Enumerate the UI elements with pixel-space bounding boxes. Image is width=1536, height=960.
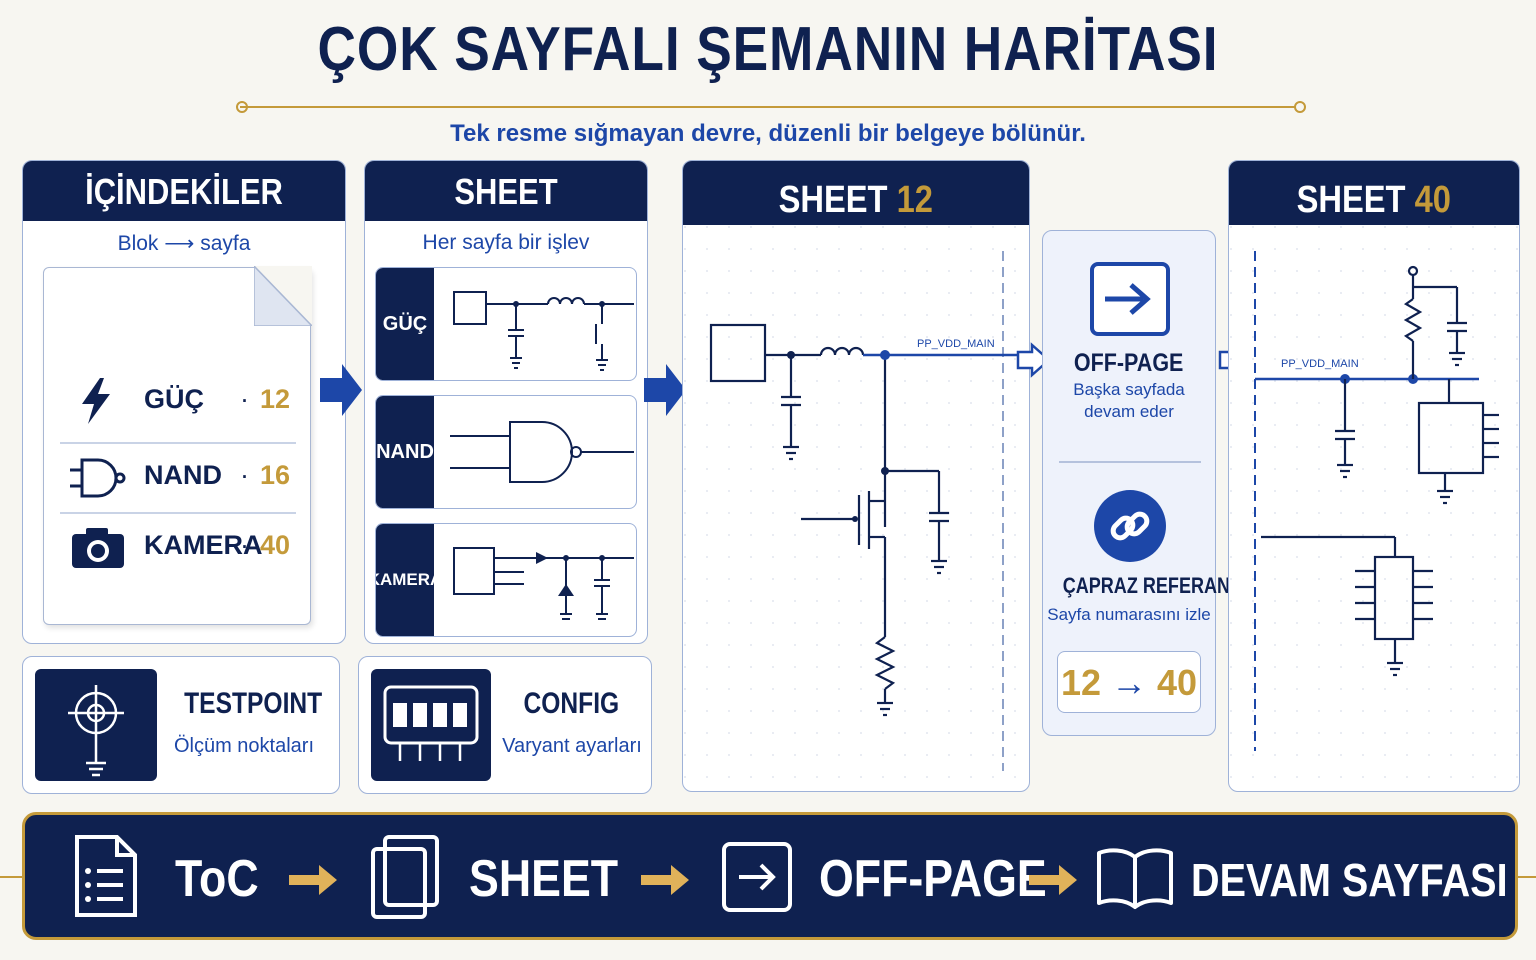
toc-entry-page: 12 xyxy=(260,384,291,414)
sheet12-schematic: PP_VDD_MAIN xyxy=(683,225,1029,791)
testpoint-panel: TESTPOINT Ölçüm noktaları xyxy=(22,656,340,794)
crosshair-probe-icon xyxy=(68,685,124,777)
config-panel: CONFIG Varyant ayarları xyxy=(358,656,652,794)
document-list-icon xyxy=(75,835,137,917)
config-title-text: CONFIG xyxy=(523,687,619,720)
camera-icon xyxy=(72,528,124,568)
offpage-sub-line: devam eder xyxy=(1084,402,1174,421)
nand-gate-thumbnail-icon xyxy=(450,421,634,483)
testpoint-title-text: TESTPOINT xyxy=(184,687,323,720)
sheet-heading-text: SHEET xyxy=(454,171,558,212)
offpage-arrow-icon xyxy=(1090,262,1170,336)
chain-link-icon xyxy=(1094,490,1166,562)
offpage-title-text: OFF-PAGE xyxy=(1074,349,1184,377)
crossref-badge[interactable]: 12 → 40 xyxy=(1057,651,1201,713)
sheet-row-nand[interactable]: NAND xyxy=(375,395,637,509)
sheet40-heading: SHEET 40 xyxy=(1229,161,1519,225)
arrow-right-icon xyxy=(644,364,686,416)
power-circuit-thumbnail-icon xyxy=(453,291,634,371)
toc-panel: İÇİNDEKİLER Blok ⟶ sayfa GÜÇ · 12 NAND xyxy=(22,160,346,644)
flow-step-devam: DEVAM SAYFASI xyxy=(1191,854,1508,906)
flow-step-sheet: SHEET xyxy=(469,850,619,908)
sheet-row-tab: KAMERA xyxy=(376,524,442,636)
sheet40-heading-number: 40 xyxy=(1414,179,1452,221)
config-title: CONFIG xyxy=(501,687,641,721)
gold-arrow-icon xyxy=(289,865,337,895)
crossref-to-page: 40 xyxy=(1157,662,1198,703)
crossref-sub: Sayfa numarasını izle xyxy=(1047,605,1211,624)
crossref-from-page: 12 xyxy=(1060,662,1101,703)
sheet-row-tab: GÜÇ xyxy=(376,268,434,380)
title-rule xyxy=(240,106,1300,108)
toc-entry-label: GÜÇ xyxy=(144,384,204,414)
page-title: ÇOK SAYFALI ŞEMANIN HARİTASI xyxy=(317,15,1219,84)
testpoint-icon-box xyxy=(35,669,157,781)
toc-entry-label: NAND xyxy=(144,460,222,490)
crossref-title-text: ÇAPRAZ REFERANS xyxy=(1062,573,1243,598)
link-panel-divider xyxy=(1059,461,1201,463)
offpage-title: OFF-PAGE xyxy=(1043,349,1215,378)
dip-switch-icon xyxy=(383,685,479,761)
offpage-connector-out-icon xyxy=(1016,342,1051,378)
toc-divider xyxy=(60,442,296,444)
toc-heading: İÇİNDEKİLER xyxy=(23,161,345,221)
toc-entry-kamera[interactable]: KAMERA · 40 xyxy=(60,516,296,578)
flow-bar-right-rule xyxy=(1512,876,1536,878)
toc-divider xyxy=(60,512,296,514)
toc-entry-dot: · xyxy=(240,460,249,490)
flow-bar: ToC SHEET OFF-PAGE DEVAM SAYFASI xyxy=(22,812,1518,940)
arrow-right-icon xyxy=(320,364,362,416)
sheet40-net-label: PP_VDD_MAIN xyxy=(1281,358,1359,370)
toc-entry-page: 16 xyxy=(260,460,291,490)
toc-document: GÜÇ · 12 NAND · 16 KAMERA xyxy=(43,266,312,625)
sheet12-heading-number: 12 xyxy=(896,179,934,221)
stacked-pages-icon xyxy=(371,835,439,919)
sheet-row-tab: NAND xyxy=(376,396,434,508)
sheet-panel: SHEET Her sayfa bir işlev GÜÇ xyxy=(364,160,648,644)
camera-circuit-thumbnail-icon xyxy=(453,547,634,620)
sheet40-panel: SHEET 40 PP_VDD_MAIN xyxy=(1228,160,1520,792)
flow-bar-left-rule xyxy=(0,876,24,878)
testpoint-title: TESTPOINT xyxy=(169,687,323,721)
page-fold-icon xyxy=(254,266,312,326)
offpage-sub-line: Başka sayfada xyxy=(1073,380,1185,399)
open-book-icon xyxy=(1097,848,1173,909)
sheet12-panel: SHEET 12 xyxy=(682,160,1030,792)
sheet12-heading-prefix: SHEET xyxy=(778,179,888,221)
toc-entry-label: KAMERA xyxy=(144,530,263,560)
gold-arrow-icon xyxy=(641,865,689,895)
gold-arrow-icon xyxy=(1029,865,1077,895)
flow-step-offpage: OFF-PAGE xyxy=(819,850,1047,908)
sheet-row-kamera[interactable]: KAMERA xyxy=(375,523,637,637)
sheet12-heading: SHEET 12 xyxy=(683,161,1029,225)
sheet-heading: SHEET xyxy=(365,161,647,221)
sheet-subheading: Her sayfa bir işlev xyxy=(422,231,590,254)
sheet40-heading-prefix: SHEET xyxy=(1296,179,1406,221)
toc-entry-guc[interactable]: GÜÇ · 12 xyxy=(60,370,296,432)
toc-subheading: Blok ⟶ sayfa xyxy=(117,232,251,255)
page-subtitle: Tek resme sığmayan devre, düzenli bir be… xyxy=(450,120,1086,147)
testpoint-sub: Ölçüm noktaları xyxy=(173,735,315,757)
offpage-sub: Başka sayfada devam eder xyxy=(1043,379,1215,423)
flow-step-toc: ToC xyxy=(175,850,259,908)
sheet40-schematic: PP_VDD_MAIN xyxy=(1229,225,1519,791)
config-icon-box xyxy=(371,669,491,781)
crossref-arrow: → xyxy=(1111,662,1147,703)
sheet-row-guc[interactable]: GÜÇ xyxy=(375,267,637,381)
nand-gate-icon xyxy=(70,458,126,498)
offpage-box-arrow-icon xyxy=(722,842,792,912)
config-sub: Varyant ayarları xyxy=(502,735,642,757)
toc-entry-dot: · xyxy=(240,384,249,414)
toc-entry-nand[interactable]: NAND · 16 xyxy=(60,446,296,508)
lightning-icon xyxy=(82,378,110,424)
sheet12-net-label: PP_VDD_MAIN xyxy=(917,338,995,350)
offpage-link-panel: OFF-PAGE Başka sayfada devam eder ÇAPRAZ… xyxy=(1042,230,1242,736)
title-rule-right-dot xyxy=(1294,101,1306,113)
toc-heading-text: İÇİNDEKİLER xyxy=(85,171,283,212)
toc-entry-dot: · xyxy=(240,530,249,560)
crossref-title: ÇAPRAZ REFERANS xyxy=(1043,573,1242,599)
toc-entry-page: 40 xyxy=(260,530,291,560)
